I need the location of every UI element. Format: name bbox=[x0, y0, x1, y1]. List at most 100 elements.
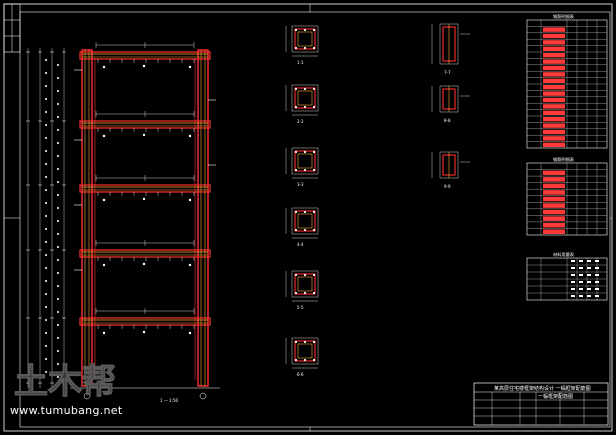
dimension-tick bbox=[57, 311, 59, 313]
dimension-tick bbox=[45, 215, 47, 217]
schedule-table-2: 钢筋明细表 bbox=[526, 156, 608, 236]
rebar-dot bbox=[312, 46, 316, 50]
dimension-tick bbox=[57, 103, 59, 105]
dimension-chain bbox=[26, 48, 66, 388]
dimension-tick bbox=[45, 202, 47, 204]
section-outline bbox=[291, 337, 319, 365]
rebar-shape-cell bbox=[543, 123, 565, 128]
beam-section-4: 4-4 bbox=[285, 207, 319, 247]
annotation-dot bbox=[188, 65, 192, 69]
annotation-dot bbox=[188, 263, 192, 267]
section-core bbox=[297, 31, 313, 47]
rebar-dot bbox=[294, 291, 298, 295]
rebar-dot bbox=[303, 291, 307, 295]
frame-beam bbox=[79, 51, 211, 60]
dimension-tick bbox=[57, 285, 59, 287]
frame-beam bbox=[79, 184, 211, 193]
dimension-tick bbox=[45, 267, 47, 269]
section-core bbox=[297, 213, 313, 229]
table-cell-mark bbox=[587, 288, 591, 290]
rebar-shape-cell bbox=[543, 177, 565, 182]
table-title: 钢筋明细表 bbox=[553, 156, 575, 163]
table-cell-mark bbox=[587, 267, 591, 269]
frame-beam bbox=[79, 249, 211, 258]
dimension-tick bbox=[45, 228, 47, 230]
rebar-shape-cell bbox=[543, 229, 565, 234]
dimension-tick bbox=[57, 376, 59, 378]
section-core bbox=[297, 276, 313, 292]
table-cell-mark bbox=[579, 288, 583, 290]
rebar-dot bbox=[303, 46, 307, 50]
table-cell-mark bbox=[595, 267, 599, 269]
rebar-dot bbox=[294, 273, 298, 277]
rebar-dot bbox=[312, 150, 316, 154]
section-label: 4-4 bbox=[297, 242, 304, 247]
rebar-dot bbox=[294, 28, 298, 32]
dimension-tick bbox=[57, 259, 59, 261]
table-cell-mark bbox=[571, 274, 575, 276]
beam-section-5: 5-5 bbox=[285, 270, 319, 310]
watermark-url: www.tumubang.net bbox=[10, 404, 123, 417]
rebar-shape-cell bbox=[543, 117, 565, 122]
rebar-shape-cell bbox=[543, 190, 565, 195]
frame-column bbox=[81, 49, 93, 387]
rebar-dot bbox=[312, 168, 316, 172]
column-detail-2: 8-8 bbox=[431, 85, 470, 123]
dimension-tick bbox=[45, 319, 47, 321]
dimension-tick bbox=[45, 241, 47, 243]
table-cell-mark bbox=[571, 260, 575, 262]
annotation-dot bbox=[142, 64, 146, 68]
section-outline bbox=[291, 84, 319, 112]
frame-label: 1 — 1:50 bbox=[160, 398, 179, 403]
rebar-dot bbox=[312, 291, 316, 295]
dimension-tick bbox=[57, 324, 59, 326]
rebar-shape-cell bbox=[543, 136, 565, 141]
rebar-shape-cell bbox=[543, 110, 565, 115]
section-outline bbox=[291, 147, 319, 175]
rebar-shape-cell bbox=[543, 53, 565, 58]
table-cell-mark bbox=[587, 295, 591, 297]
rebar-dot bbox=[312, 210, 316, 214]
rebar-dot bbox=[303, 28, 307, 32]
section-outline bbox=[291, 270, 319, 298]
dimension-tick bbox=[45, 371, 47, 373]
dimension-tick bbox=[45, 358, 47, 360]
rebar-dot bbox=[303, 150, 307, 154]
table-cell-mark bbox=[595, 281, 599, 283]
dimension-tick bbox=[57, 77, 59, 79]
dimension-tick bbox=[45, 85, 47, 87]
annotation-dot bbox=[102, 198, 106, 202]
dimension-tick bbox=[57, 181, 59, 183]
rebar-shape-cell bbox=[543, 78, 565, 83]
dimension-tick bbox=[57, 207, 59, 209]
dimension-tick bbox=[57, 337, 59, 339]
rebar-shape-cell bbox=[543, 97, 565, 103]
section-core bbox=[297, 343, 313, 359]
rebar-shape-cell bbox=[543, 183, 565, 189]
title-block-main-title: 某高层住宅楼框架结构设计 一榀框架配筋图 bbox=[494, 385, 591, 392]
dimension-tick bbox=[45, 293, 47, 295]
table-cell-mark bbox=[595, 295, 599, 297]
dimension-tick bbox=[57, 272, 59, 274]
schedule-table-1: 钢筋明细表 bbox=[526, 13, 608, 149]
table-cell-mark bbox=[571, 281, 575, 283]
schedule-table-3: 材料用量表 bbox=[526, 251, 608, 301]
annotation-dot bbox=[142, 330, 146, 334]
rebar-shape-cell bbox=[543, 216, 565, 221]
beam-section-2: 2-2 bbox=[285, 84, 319, 124]
table-title: 材料用量表 bbox=[553, 251, 575, 258]
table-cell-mark bbox=[571, 295, 575, 297]
annotation-dot bbox=[188, 331, 192, 335]
dimension-tick bbox=[45, 254, 47, 256]
table-cell-mark bbox=[595, 260, 599, 262]
rebar-dot bbox=[303, 105, 307, 109]
dimension-tick bbox=[45, 98, 47, 100]
section-label: 3-3 bbox=[297, 182, 304, 187]
table-cell-mark bbox=[579, 281, 583, 283]
rebar-dot bbox=[294, 87, 298, 91]
dimension-tick bbox=[57, 298, 59, 300]
dimension-tick bbox=[45, 280, 47, 282]
rebar-dot bbox=[303, 168, 307, 172]
inner-frame bbox=[19, 11, 611, 428]
